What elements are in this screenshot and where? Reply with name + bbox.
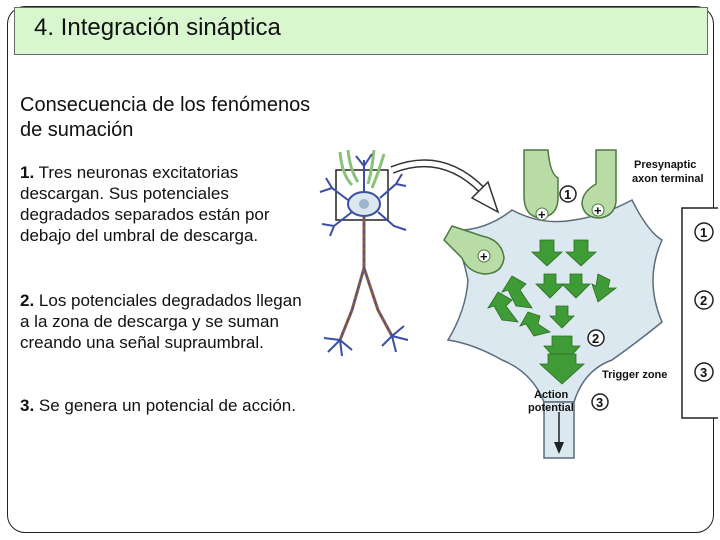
figure-step-1: 1 (564, 187, 571, 202)
potential-graph-panel: 1 2 3 (681, 207, 718, 419)
presynaptic-label: Presynaptic (634, 159, 696, 171)
plus-mark-2: + (594, 203, 602, 218)
slide-title: 4. Integración sináptica (34, 14, 281, 41)
axon-terminal-label-2: axon terminal (632, 173, 704, 185)
point-1: 1. Tres neuronas excitatorias descargan.… (20, 162, 302, 246)
slide-subtitle: Consecuencia de los fenómenos de sumació… (20, 94, 311, 141)
graph-step-1: 1 (700, 225, 707, 240)
plus-mark-3: + (480, 249, 488, 264)
synaptic-integration-figure: + + + 1 2 3 Presynaptic (319, 149, 718, 459)
title-bar (14, 7, 708, 55)
point-3-text: Se genera un potencial de acción. (34, 396, 296, 415)
graph-step-2: 2 (700, 293, 707, 308)
point-2: 2. Los potenciales degradados llegan a l… (20, 290, 302, 353)
point-3: 3. Se genera un potencial de acción. (20, 395, 302, 416)
point-3-number: 3. (20, 396, 35, 415)
plus-mark-1: + (538, 207, 546, 222)
action-potential-label-1: Action (534, 389, 569, 401)
point-2-text: Los potenciales degradados llegan a la z… (20, 291, 302, 352)
point-2-number: 2. (20, 291, 35, 310)
small-neuron (319, 149, 409, 357)
point-1-number: 1. (20, 163, 35, 182)
action-potential-label-2: potential (528, 402, 574, 414)
point-1-text: Tres neuronas excitatorias descargan. Su… (20, 163, 270, 245)
summation-arrows (487, 239, 618, 385)
graph-step-3: 3 (700, 365, 707, 380)
figure-step-2: 2 (592, 331, 599, 346)
presynaptic-terminals: + + + (443, 149, 617, 275)
trigger-zone-label: Trigger zone (602, 369, 667, 381)
figure-step-3: 3 (596, 395, 603, 410)
